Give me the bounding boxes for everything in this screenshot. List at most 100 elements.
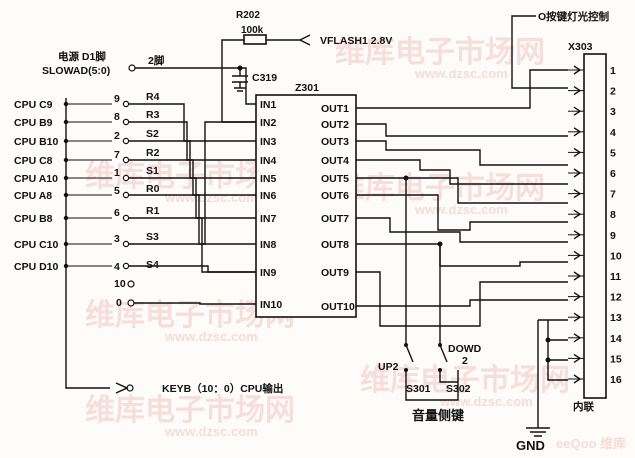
- out10-route: [356, 299, 568, 307]
- connector-arrow-1: [573, 65, 582, 75]
- connector-pin-1: 1: [610, 65, 616, 77]
- cpu-res-6: R1: [146, 205, 160, 217]
- c319-label: C319: [252, 72, 277, 84]
- connector-pin-14: 14: [610, 333, 622, 345]
- cpu-label-4: CPU A10: [14, 173, 58, 185]
- pin0-terminal: [127, 299, 135, 307]
- connector-arrow-6: [573, 168, 582, 178]
- out6-route: [356, 194, 568, 231]
- cpu-pin-7: 3: [114, 233, 120, 245]
- vflash-label: VFLASH1 2.8V: [320, 35, 392, 47]
- cpu-res-2: S2: [146, 128, 159, 140]
- connector-pin-6: 6: [610, 168, 616, 180]
- out9-route: [356, 271, 568, 327]
- cpu-pin-2: 2: [114, 130, 120, 142]
- chip-input-9: IN9: [260, 267, 277, 279]
- r202-label: R202: [236, 10, 260, 21]
- cpu-res-7: S3: [146, 231, 159, 243]
- out5-route: [356, 177, 568, 204]
- switch-caption: 音量侧键: [412, 408, 464, 423]
- cpu-terminal-7: [122, 240, 130, 248]
- chip-name: Z301: [295, 82, 319, 94]
- connector-name: X303: [568, 41, 593, 53]
- cpu-route-4: [129, 177, 256, 219]
- cpu-terminal-5: [122, 191, 130, 199]
- watermark-brand-6: 维库电子市场网: [360, 363, 570, 398]
- cpu-route-7: [129, 121, 256, 245]
- cpu-pin-3: 7: [114, 149, 120, 161]
- cpu-res-1: R3: [146, 109, 160, 121]
- watermark-url-1: www.dzsc.com: [414, 66, 508, 81]
- chip-output-1: OUT1: [321, 103, 349, 115]
- watermark-url-2: www.dzsc.com: [164, 190, 258, 205]
- output-routing: [356, 69, 568, 428]
- s302-contact-b: [438, 368, 442, 372]
- connector-arrow-7: [573, 189, 582, 199]
- watermark-brand-3: 维库电子市场网: [335, 171, 545, 206]
- cpu-route-5: [129, 194, 256, 245]
- chip-input-7: IN7: [260, 213, 277, 225]
- connector-arrow-5: [573, 147, 582, 157]
- chip-input-3: IN3: [260, 136, 277, 148]
- connector-arrow-15: [573, 353, 582, 363]
- cpu-terminal-3: [122, 156, 130, 164]
- connector-arrow-13: [573, 312, 582, 322]
- pin10-terminal: [127, 280, 135, 288]
- keyb-label: KEYB（10：0）CPU输出: [162, 382, 283, 395]
- chip-output-6: OUT6: [321, 190, 349, 202]
- connector-pin-2: 2: [610, 86, 616, 98]
- s302-label: S302: [446, 383, 471, 395]
- cpu-terminal-4: [122, 174, 130, 182]
- connector-arrow-11: [573, 271, 582, 281]
- connector-arrow-2: [573, 86, 582, 96]
- watermark-url-3: www.dzsc.com: [414, 202, 508, 217]
- connector-pin-7: 7: [610, 189, 616, 201]
- connector-x303: [583, 53, 607, 399]
- cpu-label-0: CPU C9: [14, 99, 53, 111]
- cpu-pin-4: 1: [114, 167, 120, 179]
- cpu-terminal-2: [122, 137, 130, 145]
- out8-junction: [437, 241, 443, 247]
- r202-resistor: [243, 34, 267, 45]
- connector-arrow-10: [573, 250, 582, 260]
- cpu-terminal-6: [122, 214, 130, 222]
- watermark-url-4: www.dzsc.com: [164, 329, 258, 344]
- cpu-label-3: CPU C8: [14, 155, 53, 167]
- cpu-label-2: CPU B10: [14, 136, 59, 148]
- down-switch-label: DOWD: [448, 343, 482, 355]
- backlight-label: O按键灯光控制: [538, 10, 609, 23]
- cpu-res-5: R0: [146, 183, 160, 195]
- down-switch-number: 2: [462, 355, 468, 367]
- backlight-wire: [511, 15, 568, 89]
- chip-output-5: OUT5: [321, 173, 349, 185]
- s301-label: S301: [406, 383, 431, 395]
- connector-pin-15: 15: [610, 353, 622, 365]
- cpu-route-8: [129, 265, 256, 273]
- connector-pin-11: 11: [610, 271, 621, 283]
- cpu-pin-8: 4: [114, 261, 120, 273]
- footer-watermark: eeQoo 维库: [556, 436, 626, 451]
- connector-arrow-4: [573, 127, 582, 137]
- cpu-res-0: R4: [146, 91, 160, 103]
- connector-arrow-9: [573, 230, 582, 240]
- cpu-label-6: CPU B8: [14, 213, 53, 225]
- r202-value: 100k: [241, 25, 264, 36]
- chip-input-4: IN4: [260, 155, 277, 167]
- connector-arrow-14: [573, 333, 582, 343]
- cpu-res-8: S4: [146, 259, 159, 271]
- cpu-label-5: CPU A8: [14, 190, 52, 202]
- gnd-junction-1: [545, 337, 551, 343]
- connector-pin-13: 13: [610, 312, 622, 324]
- out7-route: [356, 217, 568, 243]
- keyb-bus-wire: [65, 98, 110, 389]
- cpu-pin-6: 6: [114, 207, 120, 219]
- connector-arrow-8: [573, 209, 582, 219]
- cpu-pin-5: 5: [114, 185, 120, 197]
- d1-slowad-label: SLOWAD(5:0): [42, 65, 110, 77]
- connector-pin-3: 3: [610, 106, 616, 118]
- chip-output-3: OUT3: [321, 136, 349, 148]
- pin2-label: 2脚: [148, 54, 164, 67]
- c319-ground: [234, 82, 246, 92]
